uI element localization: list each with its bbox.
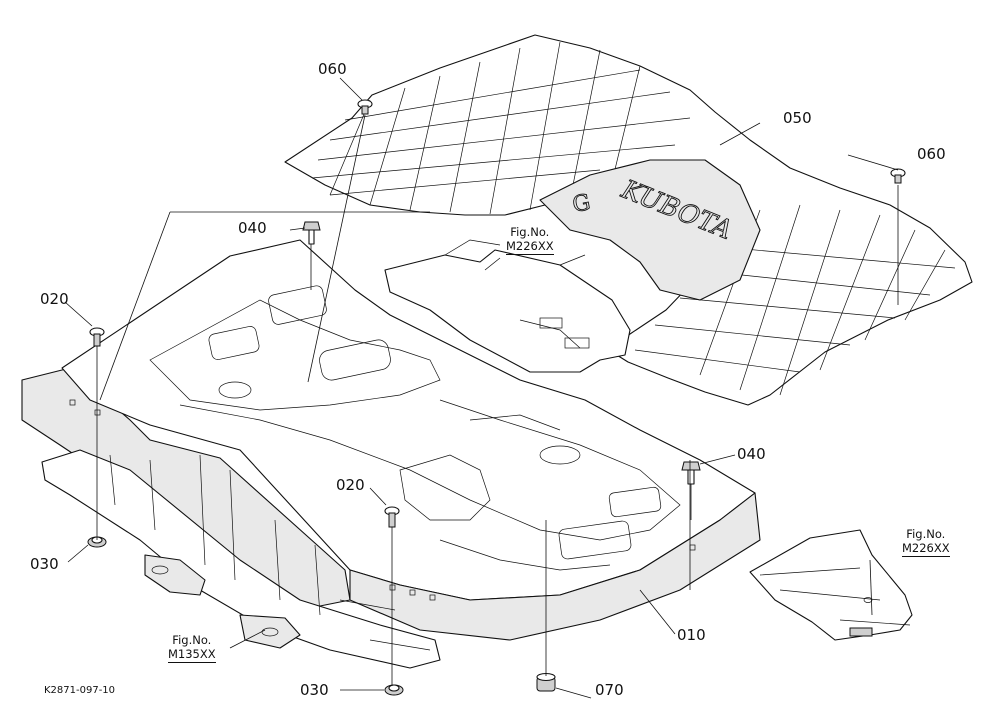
callout-030-bottom: 030 xyxy=(300,681,329,699)
fig-ref-bottom-label: Fig.No. xyxy=(172,633,212,647)
callout-040-right: 040 xyxy=(737,445,766,463)
callout-010: 010 xyxy=(677,626,706,644)
nut-030-bottom xyxy=(384,684,404,696)
floor-plate-010 xyxy=(21,239,761,641)
fig-ref-center: Fig.No. M226XX xyxy=(506,225,554,256)
screw-020-left xyxy=(89,327,105,347)
drawing-code: K2871-097-10 xyxy=(44,685,116,696)
fig-ref-bottom: Fig.No. M135XX xyxy=(168,633,216,664)
floor-mat-050: KUBOTA G xyxy=(284,34,973,406)
fig-ref-right-label: Fig.No. xyxy=(906,527,946,541)
callout-060-right: 060 xyxy=(917,145,946,163)
fig-ref-center-number: M226XX xyxy=(506,239,554,256)
callout-030-left: 030 xyxy=(30,555,59,573)
callout-050: 050 xyxy=(783,109,812,127)
center-bracket xyxy=(384,239,631,373)
fig-ref-bottom-number: M135XX xyxy=(168,647,216,664)
screw-060-left xyxy=(357,99,373,115)
callout-070: 070 xyxy=(595,681,624,699)
callout-040-upper: 040 xyxy=(238,219,267,237)
screw-060-right xyxy=(890,168,906,184)
under-frame xyxy=(41,449,441,669)
callout-020-left: 020 xyxy=(40,290,69,308)
callout-020-center: 020 xyxy=(336,476,365,494)
grommet-070 xyxy=(536,672,556,692)
callout-060-left: 060 xyxy=(318,60,347,78)
leader-lines xyxy=(64,77,899,699)
fig-ref-right-number: M226XX xyxy=(902,541,950,558)
right-bracket xyxy=(749,529,913,641)
fig-ref-right: Fig.No. M226XX xyxy=(902,527,950,558)
bolt-040-upper xyxy=(302,221,321,245)
kubota-logo-glyph: G xyxy=(571,190,593,218)
fig-ref-center-label: Fig.No. xyxy=(510,225,550,239)
bolt-040-right xyxy=(681,461,701,485)
